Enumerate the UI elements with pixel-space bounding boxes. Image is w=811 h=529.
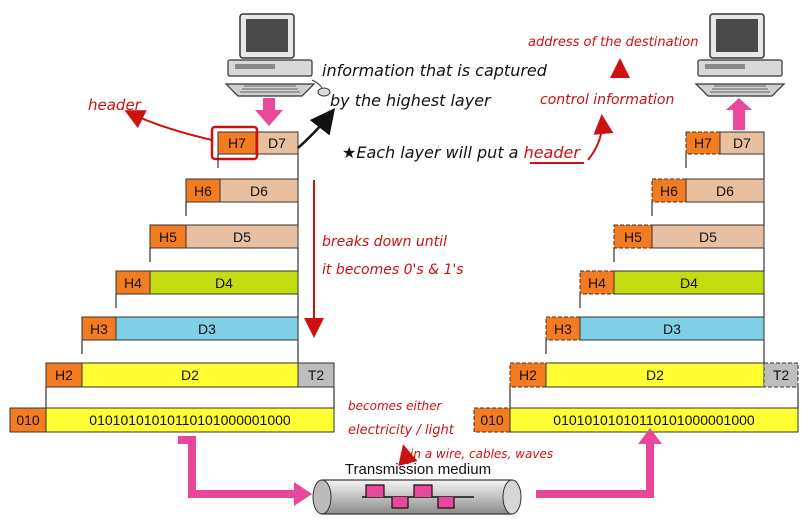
receiver-h2-box (509, 362, 547, 388)
receiver-bits-box (509, 407, 799, 433)
transmission-medium-tube (312, 479, 522, 515)
receiver-d3-box (579, 316, 765, 341)
receiver-d6-label: D6 (716, 183, 734, 199)
transmission-medium-label: Transmission medium (345, 461, 491, 478)
control-note: control information (540, 92, 674, 108)
sender-h2-label: H2 (55, 367, 73, 383)
receiver-h2-label: H2 (519, 367, 537, 383)
receiver-t2-box (763, 362, 799, 388)
sender-d6-box (219, 178, 299, 203)
receiver-h5-label: H5 (624, 229, 642, 245)
sender-h5-label: H5 (159, 229, 177, 245)
sender-bits-box (45, 407, 335, 433)
each-layer-note-header: header (524, 143, 582, 162)
sender-h7-label: H7 (228, 135, 246, 151)
header-note: header (88, 96, 142, 114)
receiver-h3-label: H3 (554, 321, 572, 337)
receiver-d4-box (613, 270, 765, 295)
receiver-bits-prefix: 010 (480, 412, 504, 428)
receiver-d4-label: D4 (680, 275, 698, 291)
becomes-line2: electricity / light (348, 423, 455, 438)
sender-d3-label: D3 (198, 321, 216, 337)
sender-d2-box (81, 362, 299, 388)
sender-bits-prefix-box (9, 407, 47, 433)
receiver-bits-prefix-box (473, 407, 511, 433)
receiver-d5-box (651, 224, 765, 249)
becomes-line3: in a wire, cables, waves (410, 447, 553, 461)
receiver-d7-box (719, 131, 765, 155)
sender-computer-icon (224, 13, 331, 97)
medium-to-receiver-arrow (536, 440, 654, 498)
receiver-t2-label: T2 (773, 367, 790, 383)
receiver-computer-icon (694, 13, 786, 97)
sender-t2-box (297, 362, 335, 388)
sender-d7-label: D7 (268, 135, 286, 151)
sender-h6-label: H6 (194, 183, 212, 199)
sender-d4-box (149, 270, 299, 295)
sender-down-arrow (255, 98, 283, 126)
sender-d3-box (115, 316, 299, 341)
sender-h2-box (45, 362, 83, 388)
receiver-up-arrow (726, 98, 752, 130)
receiver-h4-label: H4 (588, 275, 606, 291)
sender-d6-label: D6 (250, 183, 268, 199)
breaks-down-line2: it becomes 0's & 1's (322, 262, 464, 278)
receiver-d2-label: D2 (646, 367, 664, 383)
becomes-arrow (398, 444, 418, 466)
header-note-arrow (124, 110, 213, 141)
receiver-d5-label: D5 (699, 229, 717, 245)
receiver-d3-label: D3 (663, 321, 681, 337)
signal-waveform (365, 484, 455, 509)
sender-d2-label: D2 (181, 367, 199, 383)
receiver-h6-label: H6 (660, 183, 678, 199)
sender-d5-label: D5 (233, 229, 251, 245)
info-note-line2: by the highest layer (330, 91, 492, 110)
sender-bits-prefix: 010 (16, 412, 40, 428)
becomes-line1: becomes either (348, 399, 442, 413)
address-note: address of the destination (528, 35, 698, 50)
receiver-d7-label: D7 (733, 135, 751, 151)
svg-text:★Each layer will put a header: ★Each layer will put a header (342, 143, 581, 162)
receiver-bits: 01010101010110101000001000 (553, 412, 755, 428)
sender-d5-box (185, 224, 299, 249)
sender-d4-label: D4 (215, 275, 233, 291)
control-note-arrow (587, 114, 614, 161)
sender-h4-label: H4 (124, 275, 142, 291)
receiver-h7-label: H7 (694, 135, 712, 151)
sender-to-medium-arrow (178, 436, 296, 498)
each-layer-note: ★Each layer will put a (342, 143, 524, 162)
info-note-arrow (297, 108, 336, 149)
sender-h3-label: H3 (90, 321, 108, 337)
sender-h7-highlight (210, 125, 259, 161)
sender-bits: 01010101010110101000001000 (89, 412, 291, 428)
breaks-down-line1: breaks down until (322, 234, 447, 250)
info-note-line1: information that is captured (322, 61, 548, 80)
sender-t2-label: T2 (308, 367, 325, 383)
receiver-d6-box (685, 178, 765, 203)
